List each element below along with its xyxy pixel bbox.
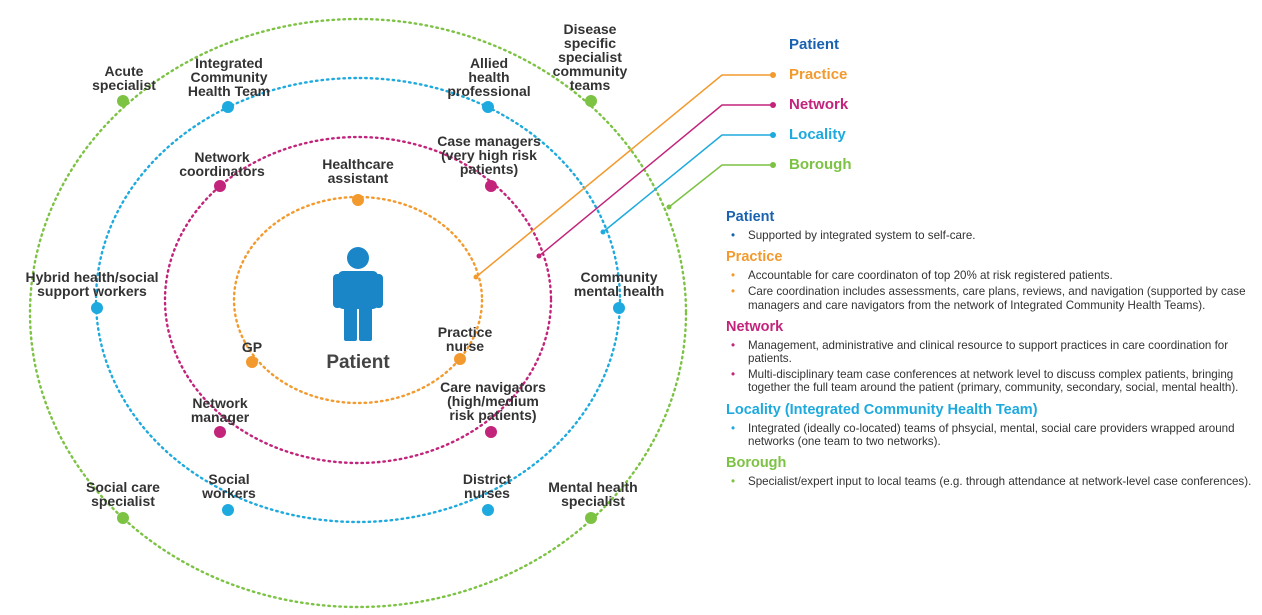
label-mental-health-specialist: Mental health specialist <box>548 479 638 509</box>
section-heading: Network <box>726 318 784 335</box>
label-social-care-specialist: Social care specialist <box>86 479 160 509</box>
legend-connectors <box>473 72 776 280</box>
legend-dot-network <box>770 102 776 108</box>
section-heading: Borough <box>726 455 787 472</box>
section-heading: Patient <box>726 209 775 225</box>
label-gp: GP <box>241 339 263 355</box>
label-disease-teams: Disease specific specialist community te… <box>552 21 628 93</box>
legend-patient: Patient <box>789 36 840 53</box>
dot-disease-teams <box>585 95 597 107</box>
section-locality: Locality (Integrated Community Health Te… <box>726 401 1256 448</box>
legend-dot-borough <box>770 162 776 168</box>
label-integrated-team: Integrated Community Health Team <box>187 55 271 99</box>
label-hybrid-workers: Hybrid health/social support workers <box>25 269 159 299</box>
dot-practice-nurse <box>454 353 466 365</box>
label-healthcare-assistant: Healthcare assistant <box>322 156 394 186</box>
dot-district-nurses <box>482 504 494 516</box>
section-heading: Locality (Integrated Community Health Te… <box>726 401 1038 418</box>
section-practice: Practice Accountable for care coordinato… <box>726 248 1256 312</box>
dot-allied-health <box>482 101 494 113</box>
dot-community-mental-health <box>613 302 625 314</box>
dot-hybrid-workers <box>91 302 103 314</box>
connector-borough <box>668 164 772 208</box>
section-network: Network Management, administrative and c… <box>726 318 1256 395</box>
connector-practice <box>475 74 772 278</box>
section-heading: Practice <box>726 249 783 266</box>
dot-social-workers <box>222 504 234 516</box>
ring-borough <box>28 17 688 609</box>
legend-practice: Practice <box>789 66 848 83</box>
dot-social-care-specialist <box>117 512 129 524</box>
label-practice-nurse: Practice nurse <box>437 324 493 354</box>
node-dots <box>91 95 625 524</box>
connector-network-end <box>536 253 542 259</box>
connector-locality <box>602 134 772 233</box>
legend-network: Network <box>789 96 849 113</box>
bullet: Integrated (ideally co-located) teams of… <box>726 422 1256 448</box>
connector-network <box>538 104 772 257</box>
bullet: Care coordination includes assessments, … <box>726 285 1256 311</box>
dot-healthcare-assistant <box>352 194 364 206</box>
label-social-workers: Social workers <box>202 471 256 501</box>
bullet: Multi-disciplinary team case conferences… <box>726 368 1256 394</box>
ring-locality <box>94 76 622 524</box>
connector-locality-end <box>600 229 606 235</box>
dot-acute-specialist <box>117 95 129 107</box>
legend-dot-locality <box>770 132 776 138</box>
dot-network-manager <box>214 426 226 438</box>
legend-borough: Borough <box>789 156 852 173</box>
label-community-mental-health: Community mental health <box>573 269 665 299</box>
label-district-nurses: District nurses <box>462 471 512 501</box>
ring-network <box>163 135 553 465</box>
label-case-managers: Case managers (very high risk patients) <box>437 133 541 177</box>
connector-borough-end <box>666 204 672 210</box>
label-allied-health: Allied health professional <box>447 55 531 99</box>
label-network-manager: Network manager <box>190 395 250 425</box>
dot-case-managers <box>485 180 497 192</box>
dot-care-navigators <box>485 426 497 438</box>
bullet: Specialist/expert input to local teams (… <box>726 475 1256 488</box>
bullet: Accountable for care coordinaton of top … <box>726 269 1256 282</box>
dot-integrated-team <box>222 101 234 113</box>
bullet: Supported by integrated system to self-c… <box>726 229 1256 242</box>
label-care-navigators: Care navigators (high/medium risk patien… <box>440 379 546 423</box>
connector-practice-end <box>473 274 479 280</box>
label-acute-specialist: Acute specialist <box>92 63 156 93</box>
label-network-coordinators: Network coordinators <box>179 149 265 179</box>
dot-gp <box>246 356 258 368</box>
bullet: Management, administrative and clinical … <box>726 339 1256 365</box>
section-borough: Borough Specialist/expert input to local… <box>726 454 1256 488</box>
description-panel: Patient Supported by integrated system t… <box>726 206 1256 490</box>
dot-mental-health-specialist <box>585 512 597 524</box>
legend-dot-practice <box>770 72 776 78</box>
person-icon <box>333 247 383 341</box>
section-patient: Patient Supported by integrated system t… <box>726 208 1256 242</box>
legend-locality: Locality <box>789 126 846 143</box>
dot-network-coordinators <box>214 180 226 192</box>
patient-caption: Patient <box>326 352 390 373</box>
